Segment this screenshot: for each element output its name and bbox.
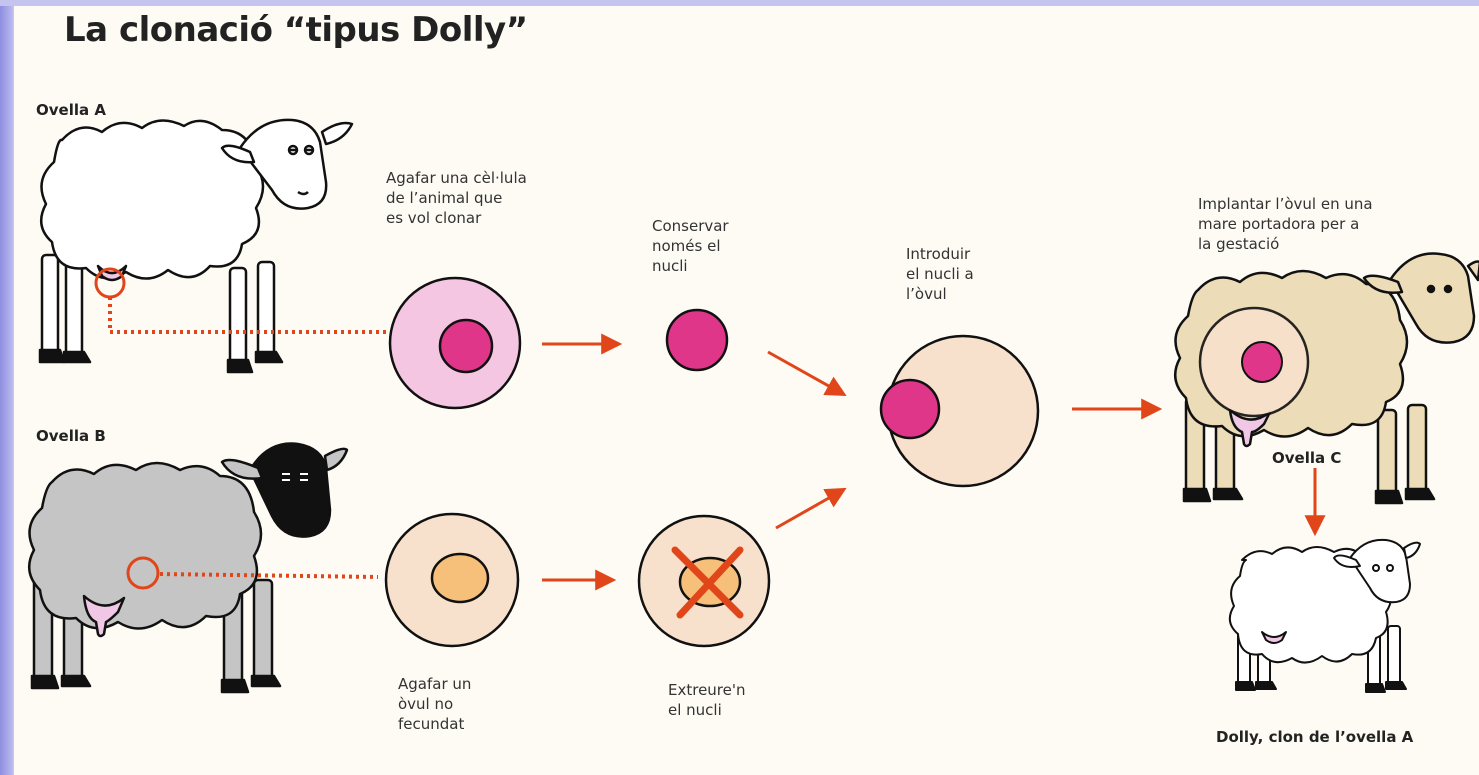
- page-title: La clonació “tipus Dolly”: [64, 10, 528, 50]
- label-sheep-a: Ovella A: [36, 100, 106, 120]
- dolly-illustration: [1230, 540, 1420, 692]
- sheep-a-illustration: [40, 120, 352, 372]
- label-sheep-b: Ovella B: [36, 426, 106, 446]
- label-sheep-c: Ovella C: [1272, 448, 1341, 468]
- arrow-4: [776, 490, 843, 528]
- step-introduce-nucleus: Introduir el nucli a l’òvul: [906, 244, 974, 304]
- implanted-nucleus: [1242, 342, 1282, 382]
- step-take-ovum: Agafar un òvul no fecundat: [398, 674, 471, 734]
- step-extract-nucleus: Extreure'n el nucli: [668, 680, 746, 720]
- ovum-nucleus: [432, 554, 488, 602]
- step-implant: Implantar l’òvul en una mare portadora p…: [1198, 194, 1373, 254]
- label-dolly: Dolly, clon de l’ovella A: [1216, 727, 1413, 747]
- inserted-nucleus: [881, 380, 939, 438]
- isolated-nucleus: [667, 310, 727, 370]
- donor-cell-nucleus: [440, 320, 492, 372]
- sheep-b-illustration: [29, 444, 347, 692]
- step-take-cell: Agafar una cèl·lula de l’animal que es v…: [386, 168, 527, 228]
- step-keep-nucleus: Conservar només el nucli: [652, 216, 729, 276]
- sheep-a-dotted-path: [110, 297, 390, 332]
- arrow-2: [768, 352, 843, 394]
